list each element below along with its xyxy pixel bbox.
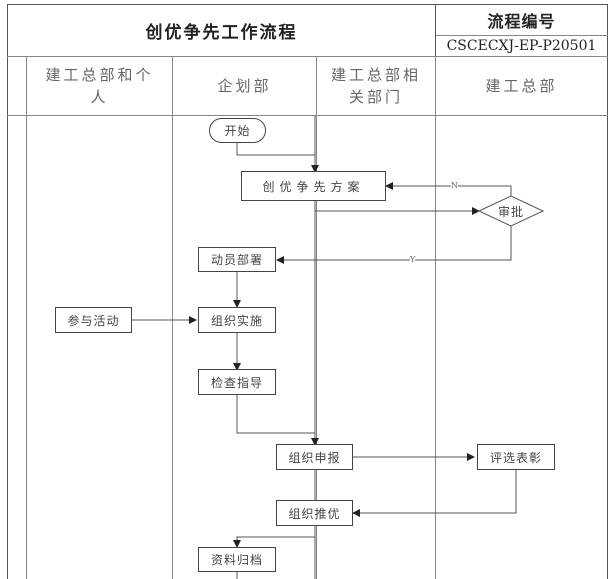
edge-start-plan bbox=[236, 143, 319, 173]
title-row-bottom bbox=[7, 56, 608, 57]
edge-plan-approve bbox=[314, 201, 480, 215]
node-participate[interactable]: 参与活动 bbox=[55, 307, 132, 333]
node-inspect[interactable]: 检查指导 bbox=[198, 369, 276, 395]
outer-border-right bbox=[607, 4, 608, 579]
flow-id: CSCECXJ-EP-P20501 bbox=[446, 38, 597, 54]
outer-border-top bbox=[7, 4, 608, 5]
node-report[interactable]: 组织申报 bbox=[276, 444, 353, 470]
node-start[interactable]: 开始 bbox=[209, 118, 266, 143]
edge-approve-yes bbox=[276, 226, 512, 264]
lane-divider-0 bbox=[26, 57, 27, 579]
node-approve[interactable]: 审批 bbox=[497, 204, 524, 219]
edge-label-yes: Y bbox=[410, 255, 416, 264]
approve-diamond-shape bbox=[477, 195, 545, 227]
lane-divider-3 bbox=[435, 57, 436, 579]
edge-recommend-archive bbox=[233, 526, 316, 548]
node-recommend[interactable]: 组织推优 bbox=[276, 500, 353, 526]
lane-divider-2 bbox=[316, 57, 317, 579]
node-archive[interactable]: 资料归档 bbox=[198, 547, 276, 572]
node-select[interactable]: 评选表彰 bbox=[477, 444, 555, 470]
edge-label-no: N bbox=[451, 181, 458, 190]
lane-header-hq-related-depts: 建工总部相关部门 bbox=[330, 66, 421, 106]
node-plan[interactable]: 创优争先方案 bbox=[241, 171, 386, 201]
edge-select-recommend bbox=[352, 470, 517, 517]
node-mobilize[interactable]: 动员部署 bbox=[198, 247, 276, 272]
lane-header-planning-dept: 企划部 bbox=[217, 77, 272, 95]
lane-header-hq-individuals: 建工总部和个人 bbox=[45, 66, 154, 106]
flow-id-divider bbox=[435, 35, 608, 36]
title-id-divider bbox=[435, 4, 436, 56]
lane-divider-1 bbox=[172, 57, 173, 579]
node-implement[interactable]: 组织实施 bbox=[198, 307, 276, 333]
flow-title: 创优争先工作流程 bbox=[145, 23, 298, 43]
edge-inspect-report bbox=[236, 395, 319, 446]
lane-header-hq: 建工总部 bbox=[485, 77, 558, 95]
outer-border-left bbox=[7, 4, 8, 579]
header-row-bottom bbox=[7, 115, 608, 116]
edge-approve-no bbox=[385, 182, 512, 196]
flow-id-label: 流程编号 bbox=[487, 12, 556, 31]
